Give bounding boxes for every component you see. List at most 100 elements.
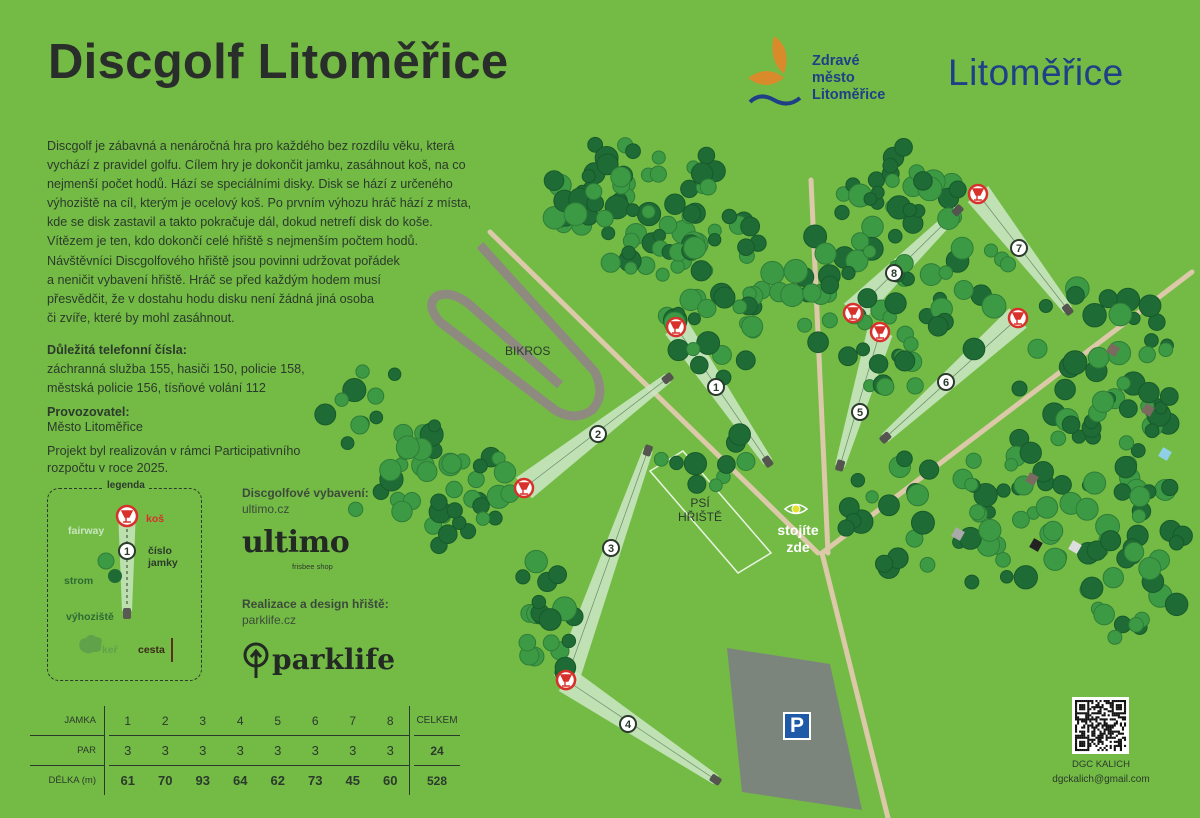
tree — [314, 403, 337, 426]
tree — [445, 480, 463, 499]
tree — [395, 435, 420, 460]
column-divider — [409, 765, 414, 795]
club-email[interactable]: dgckalich@gmail.com — [1052, 774, 1150, 785]
length-cell: 45 — [345, 773, 360, 788]
tree — [1118, 399, 1138, 419]
building — [1068, 540, 1082, 554]
tree — [472, 497, 490, 515]
intro-text: Discgolf je zábavná a nenáročná hra pro … — [47, 137, 471, 251]
building — [1029, 538, 1043, 552]
tree — [1052, 474, 1072, 495]
tree — [1061, 415, 1081, 435]
tree — [683, 452, 708, 476]
tree — [475, 511, 491, 526]
parklife-pin-icon — [243, 642, 269, 678]
hole-number: 5 — [857, 407, 863, 419]
tree — [687, 474, 707, 494]
intro-line: Vítězem je ten, kdo dokončí celé hřiště … — [47, 234, 419, 248]
par-cell: 3 — [334, 735, 372, 766]
tree — [850, 472, 866, 488]
tree — [658, 215, 678, 235]
tree — [355, 364, 370, 379]
tree — [999, 569, 1014, 584]
tee-icon — [709, 774, 722, 786]
tree — [690, 355, 709, 375]
tree — [1087, 346, 1110, 369]
operator-name: Město Litoměřice — [47, 420, 143, 434]
tree — [885, 173, 900, 188]
tree — [427, 419, 441, 433]
tree — [862, 245, 877, 259]
project-line: Projekt byl realizován v rámci Participa… — [47, 444, 301, 458]
tree — [683, 236, 707, 260]
you-are-here-line: zde — [786, 539, 810, 555]
tree — [856, 342, 871, 357]
tee-icon — [835, 459, 846, 472]
logo-line: Zdravé — [812, 53, 860, 69]
tree — [641, 204, 656, 219]
phones-line: záchranná služba 155, hasiči 150, polici… — [47, 362, 305, 376]
parklife-logo: parklife — [272, 643, 396, 676]
hole-number-marker: 2 — [589, 425, 607, 443]
qr-code[interactable] — [1072, 697, 1129, 754]
fairway-3 — [553, 448, 653, 685]
tree — [837, 519, 855, 537]
tree — [467, 470, 485, 489]
tree — [783, 258, 809, 284]
tree — [391, 500, 413, 523]
flight-line — [565, 679, 717, 781]
column-divider — [104, 735, 109, 766]
tree — [913, 171, 933, 191]
club-name: DGC KALICH — [1071, 759, 1131, 770]
tree — [927, 315, 949, 337]
tree — [969, 504, 986, 521]
healthy-city-logo-icon — [748, 36, 802, 106]
tree — [906, 483, 929, 507]
hole-cell: 4 — [221, 706, 259, 736]
tree — [882, 157, 899, 174]
tree — [707, 233, 722, 247]
hole-number: 3 — [608, 543, 614, 555]
tree — [996, 483, 1011, 498]
column-divider — [409, 706, 414, 736]
equipment-link[interactable]: ultimo.cz — [242, 502, 290, 516]
tree — [1123, 541, 1145, 563]
building — [1141, 403, 1155, 417]
dog-park-label-line: HŘIŠTĚ — [678, 510, 723, 524]
tree — [601, 226, 616, 241]
tree — [1083, 471, 1107, 495]
tree — [814, 242, 837, 265]
tree — [717, 455, 736, 474]
tree — [1035, 496, 1059, 519]
length-cell: 93 — [195, 773, 210, 788]
ultimo-logo: ultimo — [242, 525, 350, 560]
tree — [334, 392, 349, 407]
qr-code-pattern — [1075, 700, 1127, 752]
tree — [649, 165, 667, 183]
tree — [865, 490, 879, 504]
tree — [732, 299, 748, 315]
tree — [780, 283, 805, 308]
dog-park-label: PSÍ HŘIŠTĚ — [678, 496, 722, 524]
tree — [1144, 333, 1159, 348]
tree — [1130, 443, 1146, 458]
tree — [1164, 592, 1189, 617]
tree — [350, 415, 370, 435]
par-cell: 3 — [184, 735, 222, 766]
row-label: JAMKA — [30, 706, 105, 736]
tree — [1161, 478, 1179, 497]
bikros-label: BIKROS — [505, 344, 551, 358]
tree — [610, 166, 632, 188]
design-link[interactable]: parklife.cz — [242, 613, 297, 627]
tree — [1012, 510, 1030, 529]
hole-number: 7 — [1016, 243, 1022, 255]
tee-icon — [642, 444, 653, 457]
tree — [1138, 345, 1156, 364]
tree — [962, 337, 986, 361]
tree — [1138, 381, 1160, 404]
legend-graphic: 1 — [79, 504, 173, 662]
tree — [981, 293, 1007, 319]
scorecard-table: JAMKA 1 2 3 4 5 6 7 8 CELKEM PAR 3 3 3 3… — [30, 706, 460, 795]
tree — [1075, 497, 1099, 521]
hole-number: 4 — [625, 719, 632, 731]
